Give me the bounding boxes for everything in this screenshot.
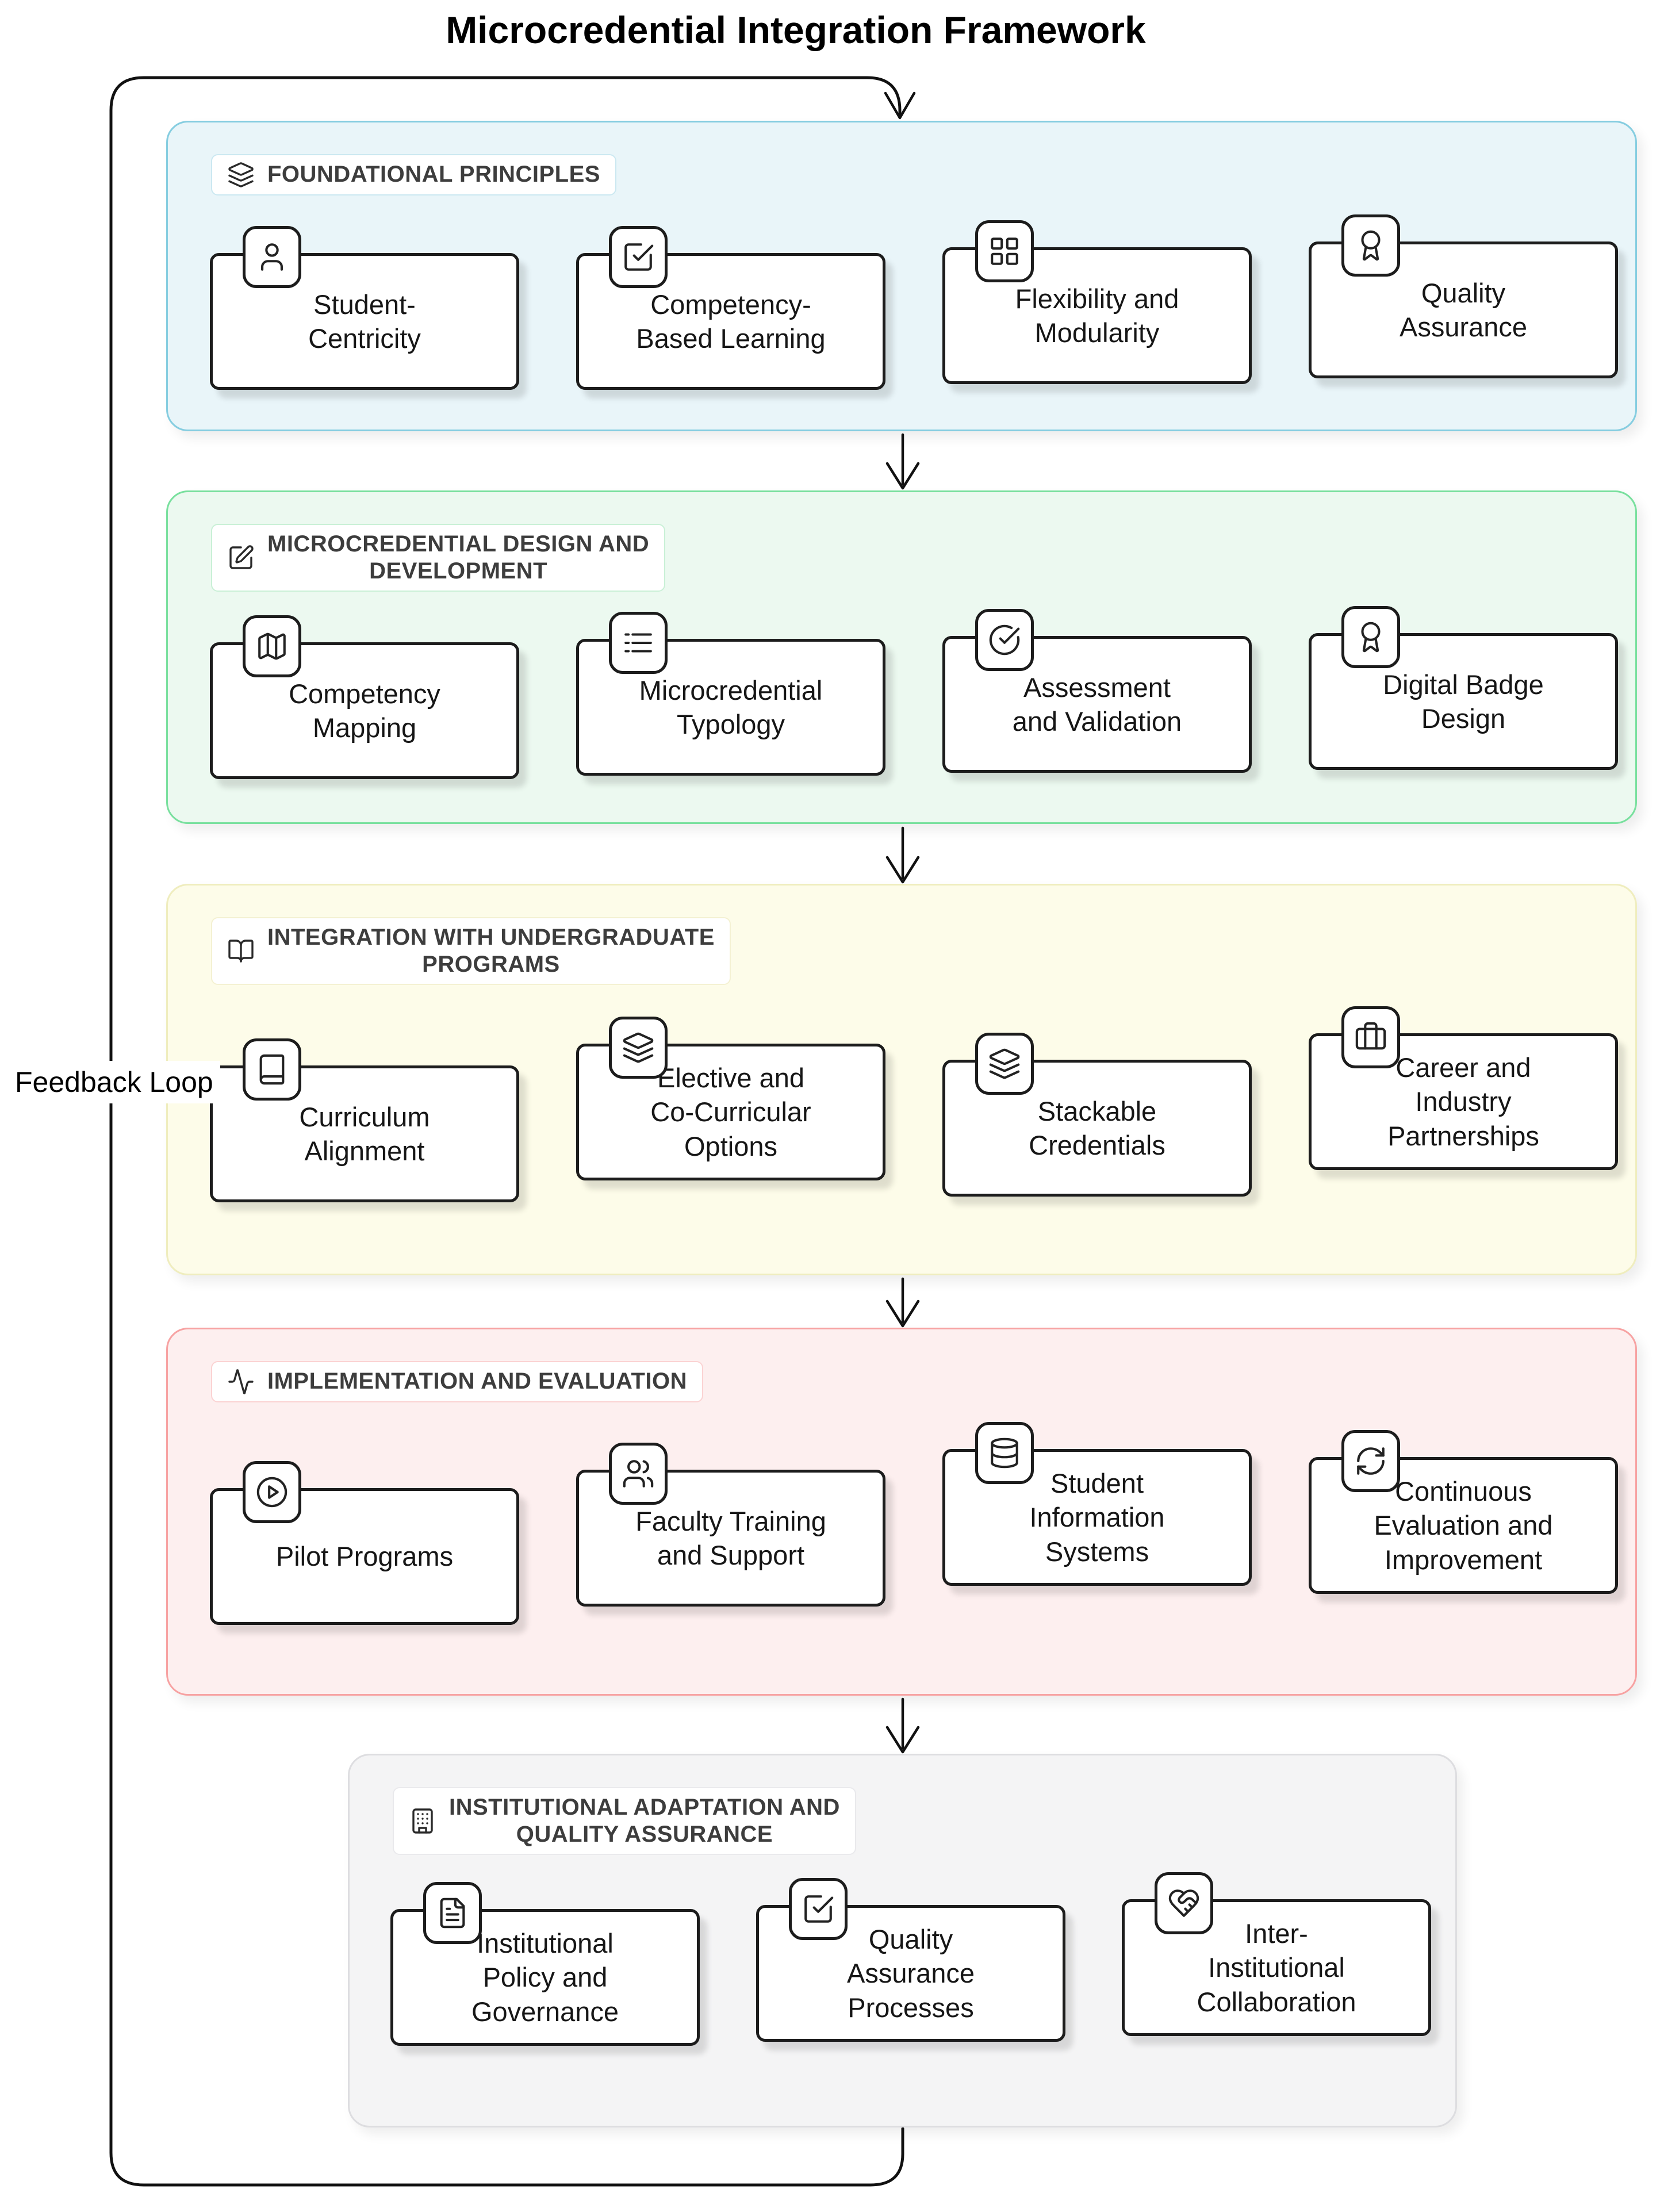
- card-label: Quality Assurance: [1399, 277, 1528, 342]
- layers-icon: [609, 1017, 668, 1079]
- file-text-icon: [423, 1882, 482, 1944]
- card-quality-assurance-processes: Quality Assurance Processes: [756, 1878, 1065, 2042]
- card-pilot-programs: Pilot Programs: [210, 1461, 519, 1625]
- user-icon: [243, 226, 301, 288]
- heart-handshake-icon: [1155, 1872, 1213, 1934]
- section-title: IMPLEMENTATION AND EVALUATION: [267, 1368, 688, 1394]
- section-title: MICROCREDENTIAL DESIGN AND DEVELOPMENT: [267, 531, 650, 584]
- grid-icon: [975, 220, 1034, 282]
- card-label: Quality Assurance Processes: [846, 1924, 975, 2023]
- card-label: Pilot Programs: [275, 1541, 454, 1572]
- layers-icon: [227, 161, 255, 189]
- feedback-loop-path: [109, 76, 904, 2187]
- section-microcredential-design-and-development: MICROCREDENTIAL DESIGN AND DEVELOPMENT Co…: [166, 490, 1637, 824]
- card-curriculum-alignment: Curriculum Alignment: [210, 1038, 519, 1202]
- book-open-icon: [227, 937, 255, 965]
- section-integration-with-undergraduate-programs: INTEGRATION WITH UNDERGRADUATE PROGRAMS C…: [166, 884, 1637, 1275]
- card-label: Digital Badge Design: [1383, 669, 1544, 734]
- card-label: Competency Mapping: [289, 678, 440, 743]
- activity-icon: [227, 1368, 255, 1396]
- feedback-loop-label: Feedback Loop: [8, 1061, 220, 1103]
- section-implementation-and-evaluation: IMPLEMENTATION AND EVALUATION Pilot Progr…: [166, 1328, 1637, 1696]
- section-title: INTEGRATION WITH UNDERGRADUATE PROGRAMS: [267, 925, 715, 977]
- card-flexibility-and-modularity: Flexibility and Modularity: [942, 220, 1252, 384]
- refresh-icon: [1341, 1430, 1400, 1492]
- card-label: Microcredential Typology: [639, 674, 823, 739]
- briefcase-icon: [1341, 1006, 1400, 1068]
- card-digital-badge-design: Digital Badge Design: [1309, 606, 1618, 770]
- section-institutional-adaptation-and-quality-assurance: INSTITUTIONAL ADAPTATION AND QUALITY ASS…: [348, 1754, 1457, 2127]
- card-label: Assessment and Validation: [1012, 672, 1182, 737]
- play-circle-icon: [243, 1461, 301, 1523]
- card-label: Student Information Systems: [1029, 1468, 1165, 1567]
- section-header: MICROCREDENTIAL DESIGN AND DEVELOPMENT: [211, 524, 666, 592]
- flow-arrowhead-2: [885, 856, 920, 884]
- card-stackable-credentials: Stackable Credentials: [942, 1033, 1252, 1197]
- card-label: Flexibility and Modularity: [1015, 283, 1179, 348]
- square-check-icon: [789, 1878, 848, 1940]
- card-label: Career and Industry Partnerships: [1387, 1052, 1539, 1151]
- card-label: Elective and Co-Curricular Options: [650, 1063, 811, 1161]
- square-pen-icon: [227, 544, 255, 572]
- section-header: INTEGRATION WITH UNDERGRADUATE PROGRAMS: [211, 917, 731, 986]
- section-header: IMPLEMENTATION AND EVALUATION: [211, 1361, 704, 1402]
- card-student-information-systems: Student Information Systems: [942, 1422, 1252, 1586]
- building-icon: [409, 1807, 436, 1835]
- card-label: Inter- Institutional Collaboration: [1197, 1918, 1356, 2017]
- square-check-icon: [609, 226, 668, 288]
- card-quality-assurance: Quality Assurance: [1309, 214, 1618, 378]
- flow-arrowhead-1: [885, 462, 920, 490]
- database-icon: [975, 1422, 1034, 1484]
- card-label: Institutional Policy and Governance: [471, 1928, 619, 2027]
- section-header: INSTITUTIONAL ADAPTATION AND QUALITY ASS…: [393, 1787, 856, 1856]
- card-competency-mapping: Competency Mapping: [210, 615, 519, 779]
- card-competency-based-learning: Competency- Based Learning: [576, 226, 885, 390]
- card-student-centricity: Student- Centricity: [210, 226, 519, 390]
- card-label: Stackable Credentials: [1029, 1095, 1165, 1160]
- section-title: FOUNDATIONAL PRINCIPLES: [267, 162, 600, 187]
- list-icon: [609, 612, 668, 674]
- card-label: Continuous Evaluation and Improvement: [1374, 1476, 1553, 1575]
- feedback-arrowhead: [884, 91, 916, 120]
- layers-icon: [975, 1033, 1034, 1095]
- flow-arrowhead-3: [885, 1299, 920, 1328]
- card-label: Curriculum Alignment: [299, 1101, 430, 1166]
- award-icon: [1341, 606, 1400, 668]
- card-microcredential-typology: Microcredential Typology: [576, 612, 885, 776]
- section-foundational-principles: FOUNDATIONAL PRINCIPLES Student- Centrici…: [166, 121, 1637, 431]
- users-icon: [609, 1443, 668, 1505]
- award-icon: [1341, 214, 1400, 277]
- diagram-title: Microcredential Integration Framework: [446, 9, 1146, 51]
- card-elective-and-co-curricular-options: Elective and Co-Curricular Options: [576, 1017, 885, 1180]
- flow-arrowhead-4: [885, 1726, 920, 1754]
- section-header: FOUNDATIONAL PRINCIPLES: [211, 154, 616, 195]
- circle-check-icon: [975, 609, 1034, 671]
- section-title: INSTITUTIONAL ADAPTATION AND QUALITY ASS…: [449, 1795, 840, 1847]
- book-icon: [243, 1038, 301, 1101]
- card-faculty-training-and-support: Faculty Training and Support: [576, 1443, 885, 1607]
- card-institutional-policy-and-governance: Institutional Policy and Governance: [390, 1882, 700, 2046]
- card-continuous-evaluation-and-improvement: Continuous Evaluation and Improvement: [1309, 1430, 1618, 1594]
- card-assessment-and-validation: Assessment and Validation: [942, 609, 1252, 773]
- card-label: Faculty Training and Support: [635, 1505, 826, 1570]
- map-icon: [243, 615, 301, 677]
- card-career-and-industry-partnerships: Career and Industry Partnerships: [1309, 1006, 1618, 1170]
- card-inter-institutional-collaboration: Inter- Institutional Collaboration: [1122, 1872, 1431, 2036]
- card-label: Student- Centricity: [308, 289, 421, 354]
- card-label: Competency- Based Learning: [636, 289, 826, 354]
